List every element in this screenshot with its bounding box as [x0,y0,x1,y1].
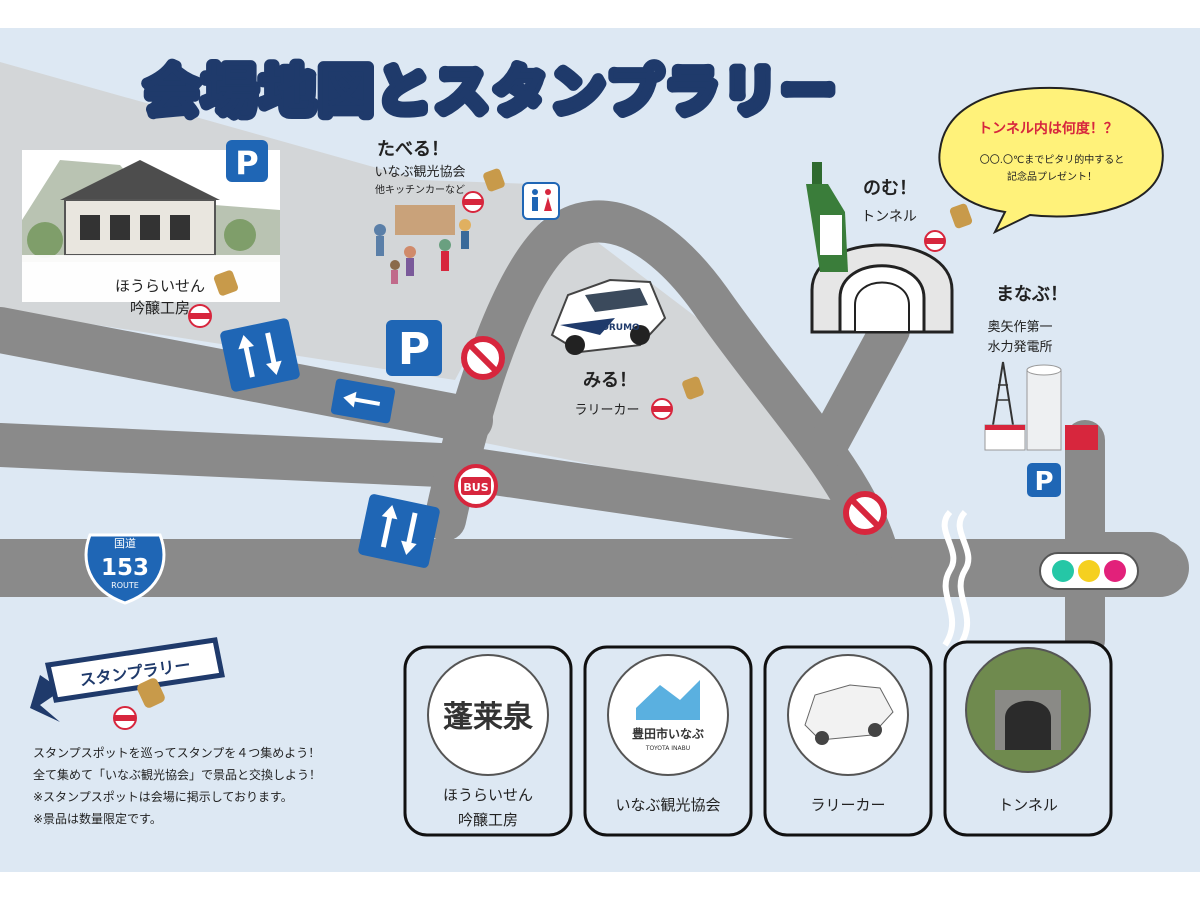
page-title: 会場地図とスタンプラリー [145,60,839,123]
parking-icon-right: P [1027,463,1061,497]
traffic-light-icon [1039,552,1139,590]
svg-text:P: P [1034,467,1053,497]
svg-text:YORUMO: YORUMO [594,323,640,333]
parking-icon-large: P [386,320,442,376]
drink-verb: のむ！ [863,178,917,199]
learn-sub2: 水力発電所 [987,340,1052,355]
rally-line-3: ※スタンプスポットは会場に掲示しております。 [33,789,293,804]
triangle-lot-area [470,210,870,520]
bubble-line3: 記念品プレゼント！ [1007,170,1097,183]
drink-sub: トンネル [861,209,917,225]
left-arrow-sign [330,378,396,424]
eat-verb: たべる！ [377,139,449,160]
eat-sub2: 他キッチンカーなど [375,183,465,196]
food-crowd-illustration [374,205,471,284]
eat-sub1: いなぶ観光協会 [374,165,465,180]
stamp-marker-brewery [188,270,239,328]
road-tunnel-branch [805,310,910,470]
svg-text:ラリーカー: ラリーカー [810,796,885,814]
learn-verb: まなぶ！ [996,284,1068,305]
stamp-marker-drink [924,203,973,252]
svg-text:TOYOTA INABU: TOYOTA INABU [645,745,690,752]
stamp-card-inabu: 豊田市いなぶ TOYOTA INABU いなぶ観光協会 [583,645,753,837]
route-153-shield: 国道 153 ROUTE [84,533,166,605]
brewery-name: ほうらいせん [115,277,205,295]
restroom-icon [522,182,560,220]
svg-text:P: P [398,324,430,375]
bubble-line2: 〇〇.〇℃までピタリ的中すると [980,153,1124,166]
rally-line-4: ※景品は数量限定です。 [33,811,162,826]
power-station-illustration [984,361,1098,451]
stamp-marker-eat [462,168,505,213]
svg-text:ROUTE: ROUTE [111,581,139,590]
page-title-fill: 会場地図とスタンプラリー [145,60,839,123]
svg-text:BUS: BUS [463,481,488,494]
svg-text:いなぶ観光協会: いなぶ観光協会 [615,796,720,814]
brewery-name-2: 吟醸工房 [130,299,190,317]
svg-text:153: 153 [101,555,149,581]
two-way-sign-upper [220,318,300,392]
bus-stop-icon: BUS [454,464,498,508]
svg-text:トンネル: トンネル [998,796,1058,814]
stamp-card-brewery: 蓬莱泉 ほうらいせん 吟醸工房 [403,645,573,837]
svg-text:国道: 国道 [114,536,136,550]
parking-icon-top: P [226,140,268,182]
svg-text:豊田市いなぶ: 豊田市いなぶ [632,726,704,741]
river-break [941,509,972,647]
bubble-line1: トンネル内は何度！？ [978,120,1118,137]
see-verb: みる！ [583,370,637,391]
no-entry-sign-bottom [843,491,887,535]
no-entry-sign-top [461,336,505,380]
stamp-icon-rally [113,678,165,730]
sake-bottle-illustration [806,162,848,272]
stamp-card-tunnel: トンネル [943,640,1113,837]
learn-sub1: 奥矢作第一 [987,320,1052,335]
two-way-sign-lower [358,494,440,568]
svg-text:P: P [235,144,258,182]
quiz-speech-bubble [938,86,1164,235]
svg-text:蓬莱泉: 蓬莱泉 [443,700,533,735]
rally-car-illustration: YORUMO [550,278,667,355]
rally-line-2: 全て集めて「いなぶ観光協会」で景品と交換しよう！ [33,767,321,782]
stamp-marker-see [651,376,704,420]
see-sub: ラリーカー [574,403,639,418]
stamp-card-rally-car: ラリーカー [763,645,933,837]
rally-line-1: スタンプスポットを巡ってスタンプを４つ集めよう！ [33,745,320,760]
svg-text:ほうらいせん: ほうらいせん [443,786,533,804]
stamp-rally-banner [30,637,225,722]
svg-text:吟醸工房: 吟醸工房 [458,811,518,829]
